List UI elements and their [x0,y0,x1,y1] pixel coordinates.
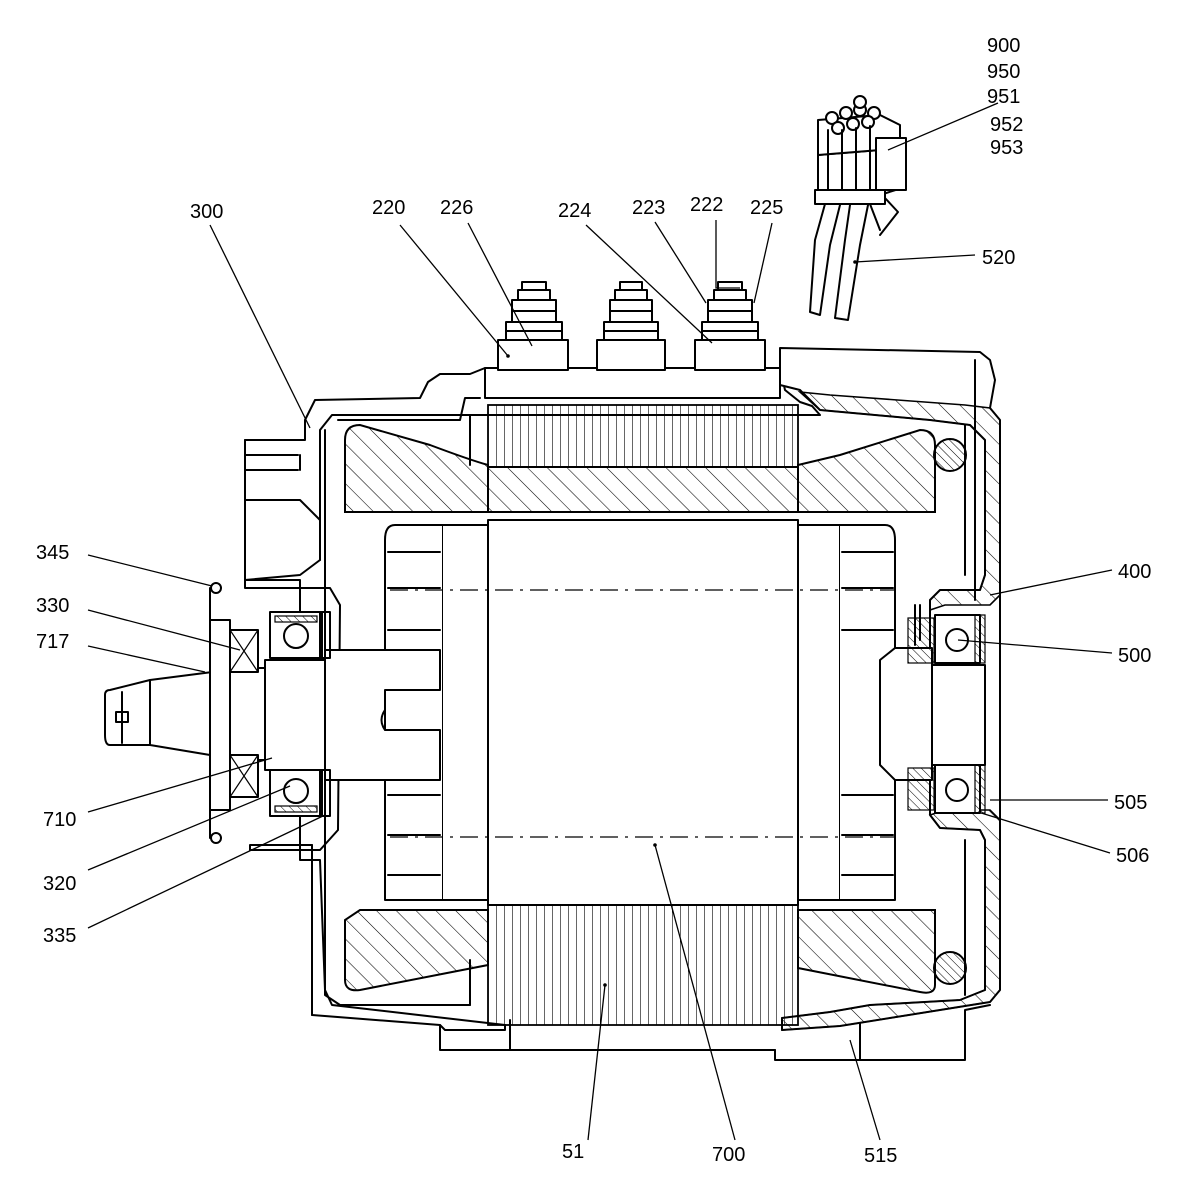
connector-900 [809,95,907,321]
label-222: 222 [690,194,723,216]
label-320: 320 [43,873,76,895]
label-710: 710 [43,809,76,831]
winding-end-turns [344,423,936,994]
label-950: 950 [987,61,1020,83]
terminal-stud-left [497,281,569,371]
label-300: 300 [190,201,223,223]
bearing-320 [269,611,331,817]
label-500: 500 [1118,645,1151,667]
label-223: 223 [632,197,665,219]
shaft [104,647,986,781]
label-700: 700 [712,1144,745,1166]
label-953: 953 [990,137,1023,159]
label-900: 900 [987,35,1020,57]
leader-lines [87,102,1113,1141]
stator-51 [469,404,799,1026]
label-505: 505 [1114,792,1147,814]
reference-labels: 900 950 951 952 953 520 300 220 226 224 … [36,35,1151,1167]
label-224: 224 [558,200,591,222]
terminal-block-220 [484,281,781,399]
rotor-700 [384,519,896,906]
label-335: 335 [43,925,76,947]
label-345: 345 [36,542,69,564]
label-717: 717 [36,631,69,653]
terminal-stud-right [694,281,766,371]
terminal-stud-middle [596,281,666,371]
label-220: 220 [372,197,405,219]
label-952: 952 [990,114,1023,136]
label-400: 400 [1118,561,1151,583]
seal-330 [209,582,259,844]
label-951: 951 [987,86,1020,108]
label-226: 226 [440,197,473,219]
label-515: 515 [864,1145,897,1167]
label-330: 330 [36,595,69,617]
label-51: 51 [562,1141,584,1163]
bearing-500 [907,604,986,814]
label-225: 225 [750,197,783,219]
label-520: 520 [982,247,1015,269]
label-506: 506 [1116,845,1149,867]
